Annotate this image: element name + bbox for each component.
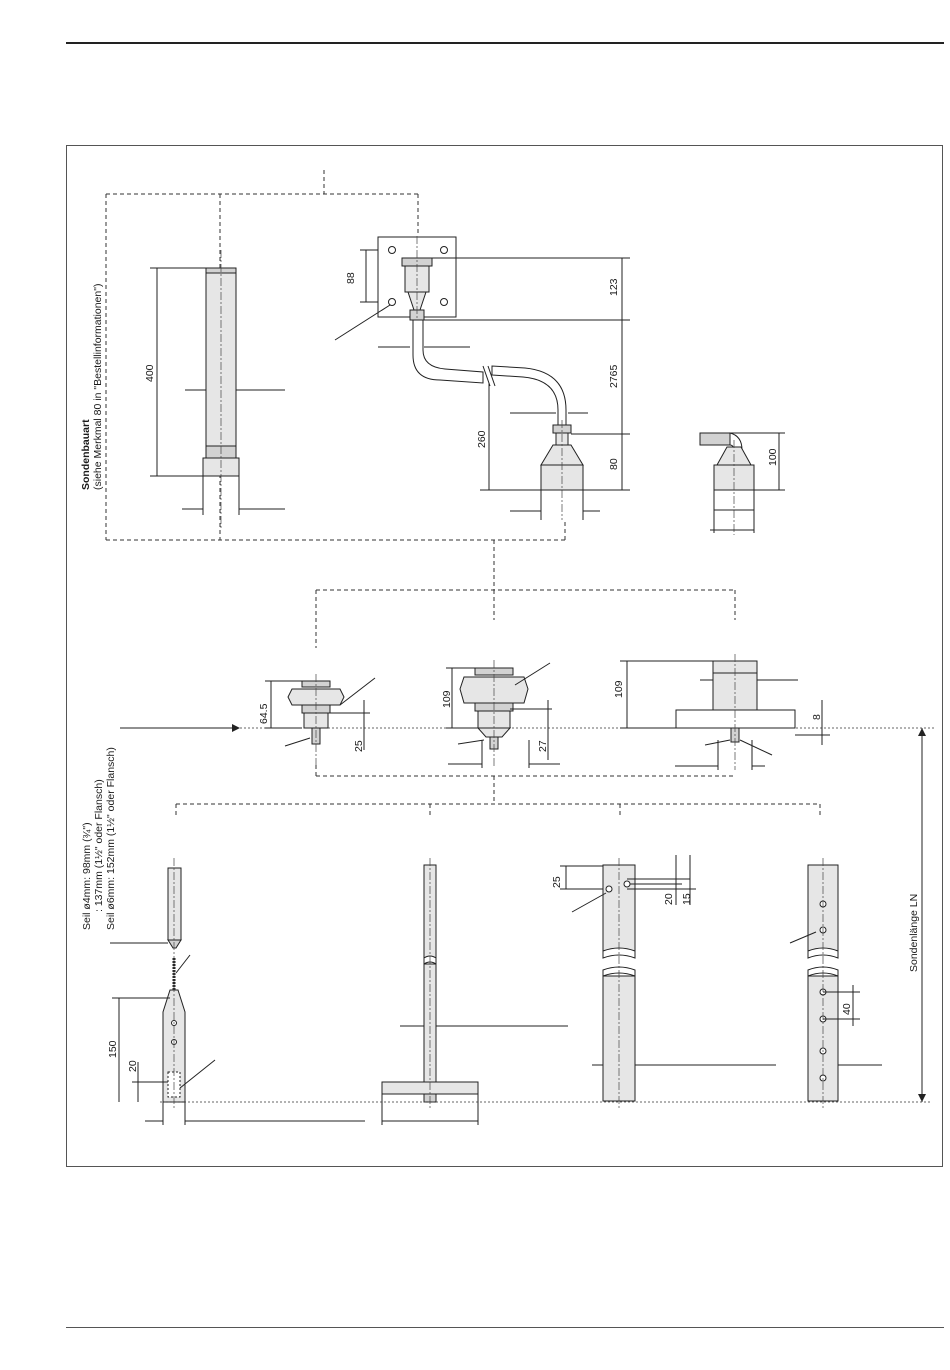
dim-thread34-64-5: 64.5 <box>258 703 270 724</box>
probe-length-label: Sondenlänge LN <box>908 894 920 972</box>
rope-length-labels: Seil ø4mm: 98mm (¾") : 137mm (1½" oder F… <box>81 747 117 930</box>
dim-flange-8: 8 <box>811 714 823 720</box>
flange-drawing <box>620 654 830 770</box>
dim-coax-40: 40 <box>841 1003 853 1015</box>
probe-design-subtitle: (siehe Merkmal 80 in "Bestellinformation… <box>92 284 104 490</box>
dim-coax-15: 15 <box>681 893 693 905</box>
dim-thread112-109: 109 <box>441 690 453 708</box>
dim-flange-123: 123 <box>608 278 620 296</box>
dim-rod-400: 400 <box>144 364 156 382</box>
rod-probe-drawing <box>150 250 285 530</box>
perforated-probe-drawing <box>790 858 882 1108</box>
dim-remote-260: 260 <box>476 430 488 448</box>
dim-rope-150: 150 <box>107 1040 119 1058</box>
dim-coax-25: 25 <box>551 876 563 888</box>
probe-design-title: Sondenbauart <box>80 419 92 490</box>
rope-length-line-2: : 137mm (1½" oder Flansch) <box>93 779 105 912</box>
dim-cable-2765: 2765 <box>608 364 620 388</box>
dim-remote-80: 80 <box>608 458 620 470</box>
dim-thread34-25: 25 <box>353 740 365 752</box>
rope-probe-drawing <box>110 858 365 1125</box>
rope-length-line-3: Seil ø6mm: 152mm (1½" oder Flansch) <box>105 747 117 930</box>
rod-probe-section-drawing <box>382 858 568 1125</box>
probe-design-group-frame <box>106 170 565 590</box>
probe-design-label: Sondenbauart (siehe Merkmal 80 in "Beste… <box>80 284 104 490</box>
dim-thread112-27: 27 <box>537 740 549 752</box>
dim-flange-88: 88 <box>345 272 357 284</box>
remote-sensor-drawing <box>335 236 630 520</box>
footer-rule <box>66 1327 944 1328</box>
rope-length-line-1: Seil ø4mm: 98mm (¾") <box>81 822 93 930</box>
dim-compact-100: 100 <box>767 448 779 466</box>
dim-flange-109: 109 <box>613 680 625 698</box>
compact-sensor-drawing <box>700 433 785 535</box>
dim-coax-20: 20 <box>663 893 675 905</box>
coax-probe-drawing <box>560 855 776 1108</box>
dim-rope-20: 20 <box>127 1060 139 1072</box>
